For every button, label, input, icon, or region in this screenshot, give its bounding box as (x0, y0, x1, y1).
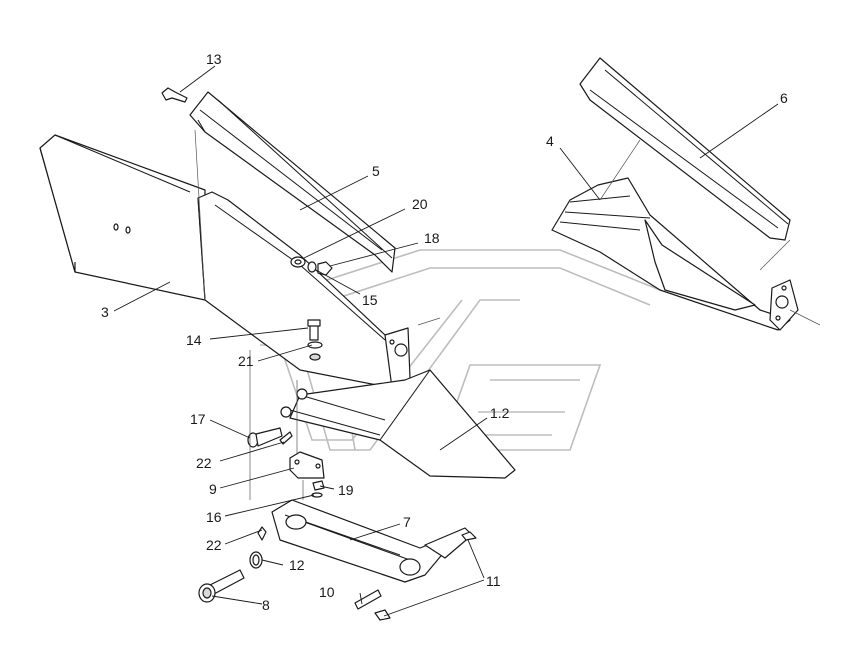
callout-14: 14 (186, 332, 202, 348)
part-17-pin (247, 427, 283, 448)
callout-15: 15 (362, 292, 378, 308)
callout-16: 16 (206, 509, 222, 525)
callout-5: 5 (372, 163, 380, 179)
callout-18: 18 (424, 230, 440, 246)
callout-17: 17 (190, 411, 206, 427)
part-15-nut (307, 261, 317, 273)
callout-21: 21 (238, 353, 254, 369)
part-21-washer (307, 341, 323, 361)
part-18-nut (317, 261, 333, 276)
part-8-pin (198, 569, 245, 603)
part-13-bolt (161, 87, 188, 103)
part-16-washer (311, 492, 323, 498)
part-22-cotter-lower (257, 526, 267, 541)
part-5-shield (189, 91, 396, 273)
part-12-ring (249, 551, 263, 569)
callout-22-upper: 22 (196, 455, 212, 471)
callout-9: 9 (209, 481, 217, 497)
callout-22-lower: 22 (206, 537, 222, 553)
part-20-washer (290, 256, 306, 268)
part-19-nut (312, 480, 325, 491)
callout-1-2: 1.2 (490, 405, 510, 421)
callout-6: 6 (780, 90, 788, 106)
callout-20: 20 (412, 196, 428, 212)
centerlines (194, 129, 821, 500)
callout-10: 10 (319, 584, 335, 600)
callout-19: 19 (338, 482, 354, 498)
part-9-bracket (289, 451, 325, 479)
callout-13: 13 (206, 51, 222, 67)
part-6-shield (579, 57, 791, 241)
callout-7: 7 (403, 514, 411, 530)
part-7-arm (271, 499, 473, 583)
callout-3: 3 (101, 304, 109, 320)
callout-8: 8 (262, 597, 270, 613)
part-4-divider (551, 177, 799, 331)
callout-12: 12 (289, 557, 305, 573)
part-3-side-panel (39, 134, 206, 301)
callout-labels: 13 6 5 4 20 18 15 3 14 21 1.2 17 22 9 19… (101, 51, 788, 613)
callout-4: 4 (546, 133, 554, 149)
part-10-pin (354, 589, 382, 610)
callout-11: 11 (486, 573, 501, 589)
leader-lines (113, 65, 779, 617)
part-11-clip (374, 531, 477, 621)
part-14-bolt (307, 319, 321, 341)
